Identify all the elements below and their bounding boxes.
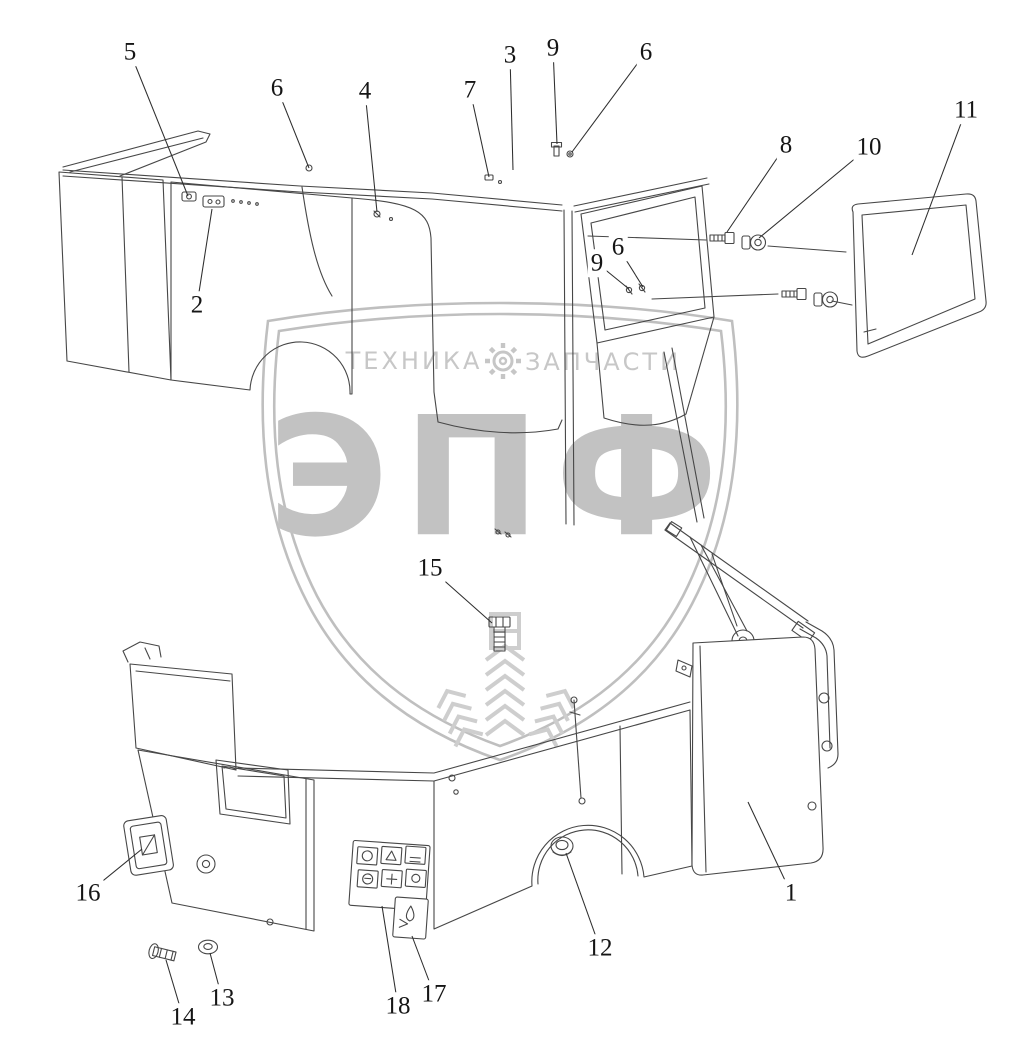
leader-line-2-10 (196, 208, 213, 306)
callout-6-6: 6 (636, 38, 656, 66)
callout-1-15: 1 (781, 879, 801, 907)
leader-line-8-8 (726, 144, 787, 233)
lower-hood-assembly (122, 521, 839, 962)
fastener-set (587, 231, 853, 308)
callout-7-3: 7 (460, 76, 480, 104)
leader-line-9-5 (552, 47, 558, 145)
callout-9-5: 9 (543, 34, 563, 62)
callout-15-13: 15 (414, 554, 446, 582)
leader-line-10-9 (758, 146, 870, 239)
callout-16-14: 16 (72, 879, 104, 907)
leader-line-4-2 (364, 90, 378, 213)
upper-hood-assembly (58, 130, 715, 538)
callout-3-4: 3 (500, 41, 520, 69)
shield-outline-inner (272, 312, 728, 748)
callout-9-11: 9 (587, 249, 607, 277)
callout-12-16: 12 (584, 934, 616, 962)
callout-8-8: 8 (776, 131, 796, 159)
leader-line-3-4 (509, 54, 514, 171)
watermark-brand: ЭПФ (267, 381, 733, 574)
leader-line-7-3 (469, 89, 490, 178)
callout-4-2: 4 (355, 77, 375, 105)
callout-10-9: 10 (853, 133, 885, 161)
side-panel-part (851, 193, 987, 358)
callout-6-1: 6 (267, 74, 287, 102)
callout-11-7: 11 (950, 96, 982, 124)
shield-outline-outer (261, 301, 739, 762)
callout-17-20: 17 (418, 980, 450, 1008)
callout-5-0: 5 (120, 38, 140, 66)
leader-line-12-16 (565, 852, 601, 949)
callout-2-10: 2 (187, 291, 207, 319)
callout-14-18: 14 (167, 1003, 199, 1031)
callout-18-19: 18 (382, 992, 414, 1020)
leader-line-11-7 (911, 109, 967, 256)
watermark-tagline-left: ТЕХНИКА (345, 347, 483, 375)
leader-line-18-19 (381, 905, 399, 1007)
leader-line-1-15 (747, 801, 792, 894)
callout-13-17: 13 (206, 984, 238, 1012)
gear-icon (485, 343, 521, 379)
callout-6-12: 6 (608, 233, 628, 261)
watermark-tagline-right: ЗАПЧАСТИ (524, 348, 682, 376)
leader-line-5-0 (129, 51, 189, 197)
leader-line-6-6 (571, 51, 647, 153)
